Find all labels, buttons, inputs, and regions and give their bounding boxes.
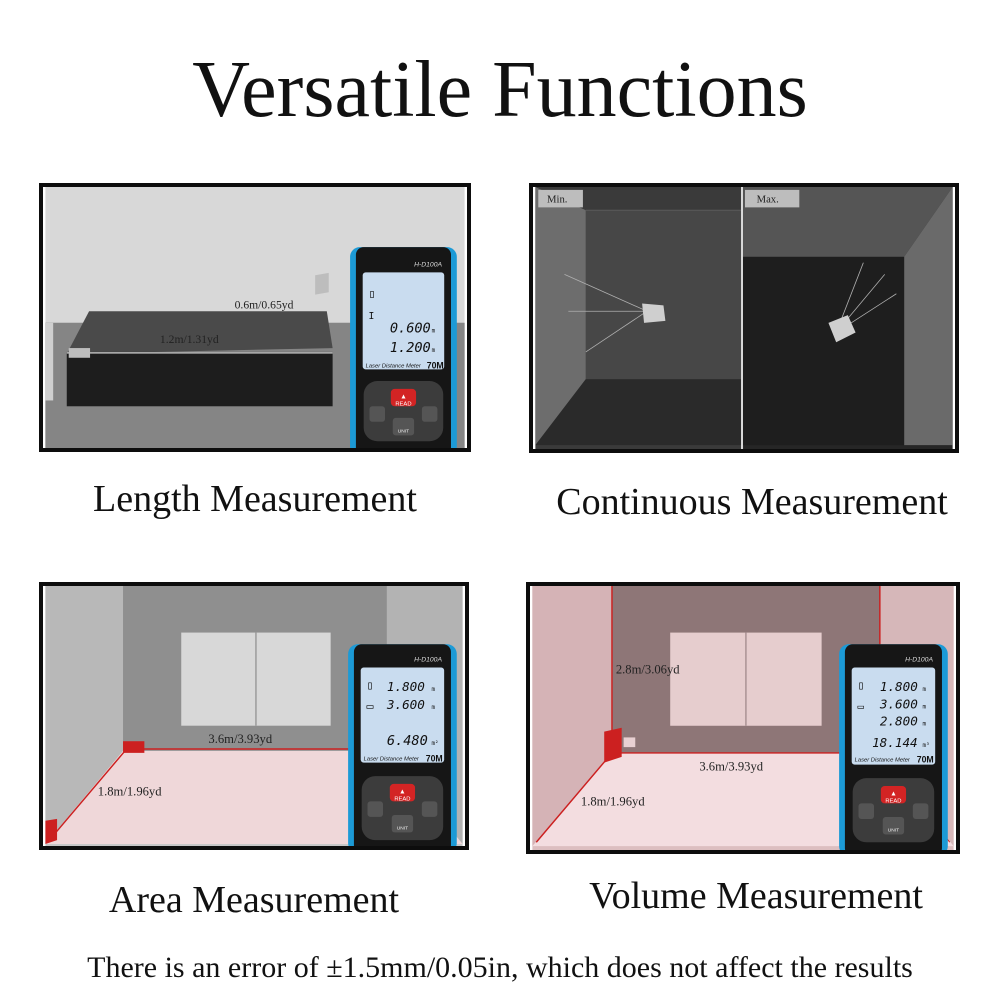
depth-label: 1.8m/1.96yd [98,785,162,799]
lcd-line-1: 0.600 [390,321,431,337]
page-title: Versatile Functions [192,46,808,134]
function-button[interactable] [367,801,384,817]
svg-text:UNIT: UNIT [398,428,409,434]
continuous-measurement-illustration: Min. Max. [535,187,953,449]
lcd-line-1: 1.800 [387,679,425,694]
volume-measurement-panel: 2.8m/3.06yd 3.6m/3.93yd 1.8m/1.96yd H-D1… [526,582,960,854]
function-button[interactable] [369,406,386,422]
svg-text:m³: m³ [923,742,930,749]
svg-text:▯: ▯ [369,287,376,301]
laser-target-side [45,818,58,845]
tag-min: Min. [547,194,567,206]
svg-text:m: m [432,687,436,693]
width-label: 3.6m/3.93yd [699,759,763,773]
lcd-line-3: 6.480 [387,733,428,749]
svg-text:▭: ▭ [858,700,865,713]
length-label: 1.2m/1.31yd [160,333,219,346]
width-label: 3.6m/3.93yd [208,732,272,746]
continuous-measurement-panel: Min. Max. [529,183,959,453]
svg-text:H-D100A: H-D100A [414,657,442,664]
lcd-line-2: 3.600 [386,697,425,712]
svg-text:UNIT: UNIT [397,826,408,832]
laser-target-back [123,741,145,753]
model-label: H-D100A [414,262,442,269]
laser-target [604,727,622,763]
svg-text:70M: 70M [917,755,934,765]
svg-text:UNIT: UNIT [888,828,899,834]
footer-note: There is an error of ±1.5mm/0.05in, whic… [87,951,913,984]
laser-device-max [828,315,856,343]
lcd-line-1: 1.800 [880,679,918,694]
laser-device-min [642,303,666,323]
svg-text:Laser Distance Meter: Laser Distance Meter [855,758,911,764]
on-unit-button[interactable] [391,814,414,833]
read-button[interactable] [389,783,416,802]
laser-meter-device: H-D100A ▯ ▭ 1.800 m 3.600 m 6.480 m² Las… [348,644,457,846]
height-label: 2.8m/3.06yd [616,662,680,676]
svg-text:READ: READ [885,798,901,804]
plus-minus-button[interactable] [421,406,438,422]
svg-text:READ: READ [394,796,410,802]
svg-text:70M: 70M [427,360,444,370]
svg-text:READ: READ [395,401,411,407]
svg-text:m²: m² [432,740,439,747]
svg-text:▭: ▭ [367,699,374,713]
laser-target-top [315,272,329,295]
read-button[interactable] [390,388,417,407]
area-measurement-panel: 3.6m/3.93yd 1.8m/1.96yd H-D100A ▯ ▭ 1.80… [39,582,469,850]
on-unit-button[interactable] [392,417,415,436]
plus-minus-button[interactable] [421,801,438,817]
lcd-line-3: 2.800 [880,714,918,729]
length-measurement-illustration: 0.6m/0.65yd 1.2m/1.31yd H-D100A ▯ I 0.60… [45,187,465,448]
laser-target-left [68,348,91,358]
function-button[interactable] [858,803,875,819]
lcd-screen [362,272,445,370]
plus-minus-button[interactable] [912,803,929,819]
read-button[interactable] [880,785,907,804]
svg-text:m: m [432,705,436,711]
laser-meter-device: H-D100A ▯ ▭ 1.800 m 3.600 m 2.800 m 18.1… [839,644,948,850]
svg-text:▲: ▲ [399,789,406,796]
svg-text:m: m [923,704,927,710]
svg-text:▯: ▯ [858,678,865,692]
height-label: 0.6m/0.65yd [235,298,294,311]
length-caption: Length Measurement [93,478,417,520]
depth-label: 1.8m/1.96yd [581,794,645,808]
area-caption: Area Measurement [108,879,400,921]
volume-caption: Volume Measurement [589,875,923,917]
length-measurement-panel: 0.6m/0.65yd 1.2m/1.31yd H-D100A ▯ I 0.60… [39,183,471,452]
svg-text:m: m [923,722,927,728]
svg-text:I: I [369,311,375,322]
tag-max: Max. [757,194,779,206]
lcd-screen [360,667,445,763]
svg-text:70M: 70M [426,754,443,764]
svg-text:Laser Distance Meter: Laser Distance Meter [366,363,422,369]
svg-text:m: m [432,348,436,354]
svg-text:H-D100A: H-D100A [905,657,933,664]
svg-text:m: m [923,687,927,693]
lcd-line-4: 18.144 [872,735,918,750]
svg-text:▯: ▯ [367,678,374,692]
lcd-screen [851,667,936,765]
on-unit-button[interactable] [882,817,905,835]
lcd-line-2: 1.200 [390,340,431,356]
continuous-caption: Continuous Measurement [556,481,948,523]
svg-text:▲: ▲ [890,791,897,798]
laser-meter-device: H-D100A ▯ I 0.600 m 1.200 m Laser Distan… [350,247,457,448]
svg-text:▲: ▲ [400,394,407,401]
svg-text:m: m [432,329,436,335]
area-measurement-illustration: 3.6m/3.93yd 1.8m/1.96yd H-D100A ▯ ▭ 1.80… [45,586,463,846]
volume-measurement-illustration: 2.8m/3.06yd 3.6m/3.93yd 1.8m/1.96yd H-D1… [532,586,954,850]
lcd-line-2: 3.600 [879,696,918,711]
svg-text:Laser Distance Meter: Laser Distance Meter [364,757,420,763]
